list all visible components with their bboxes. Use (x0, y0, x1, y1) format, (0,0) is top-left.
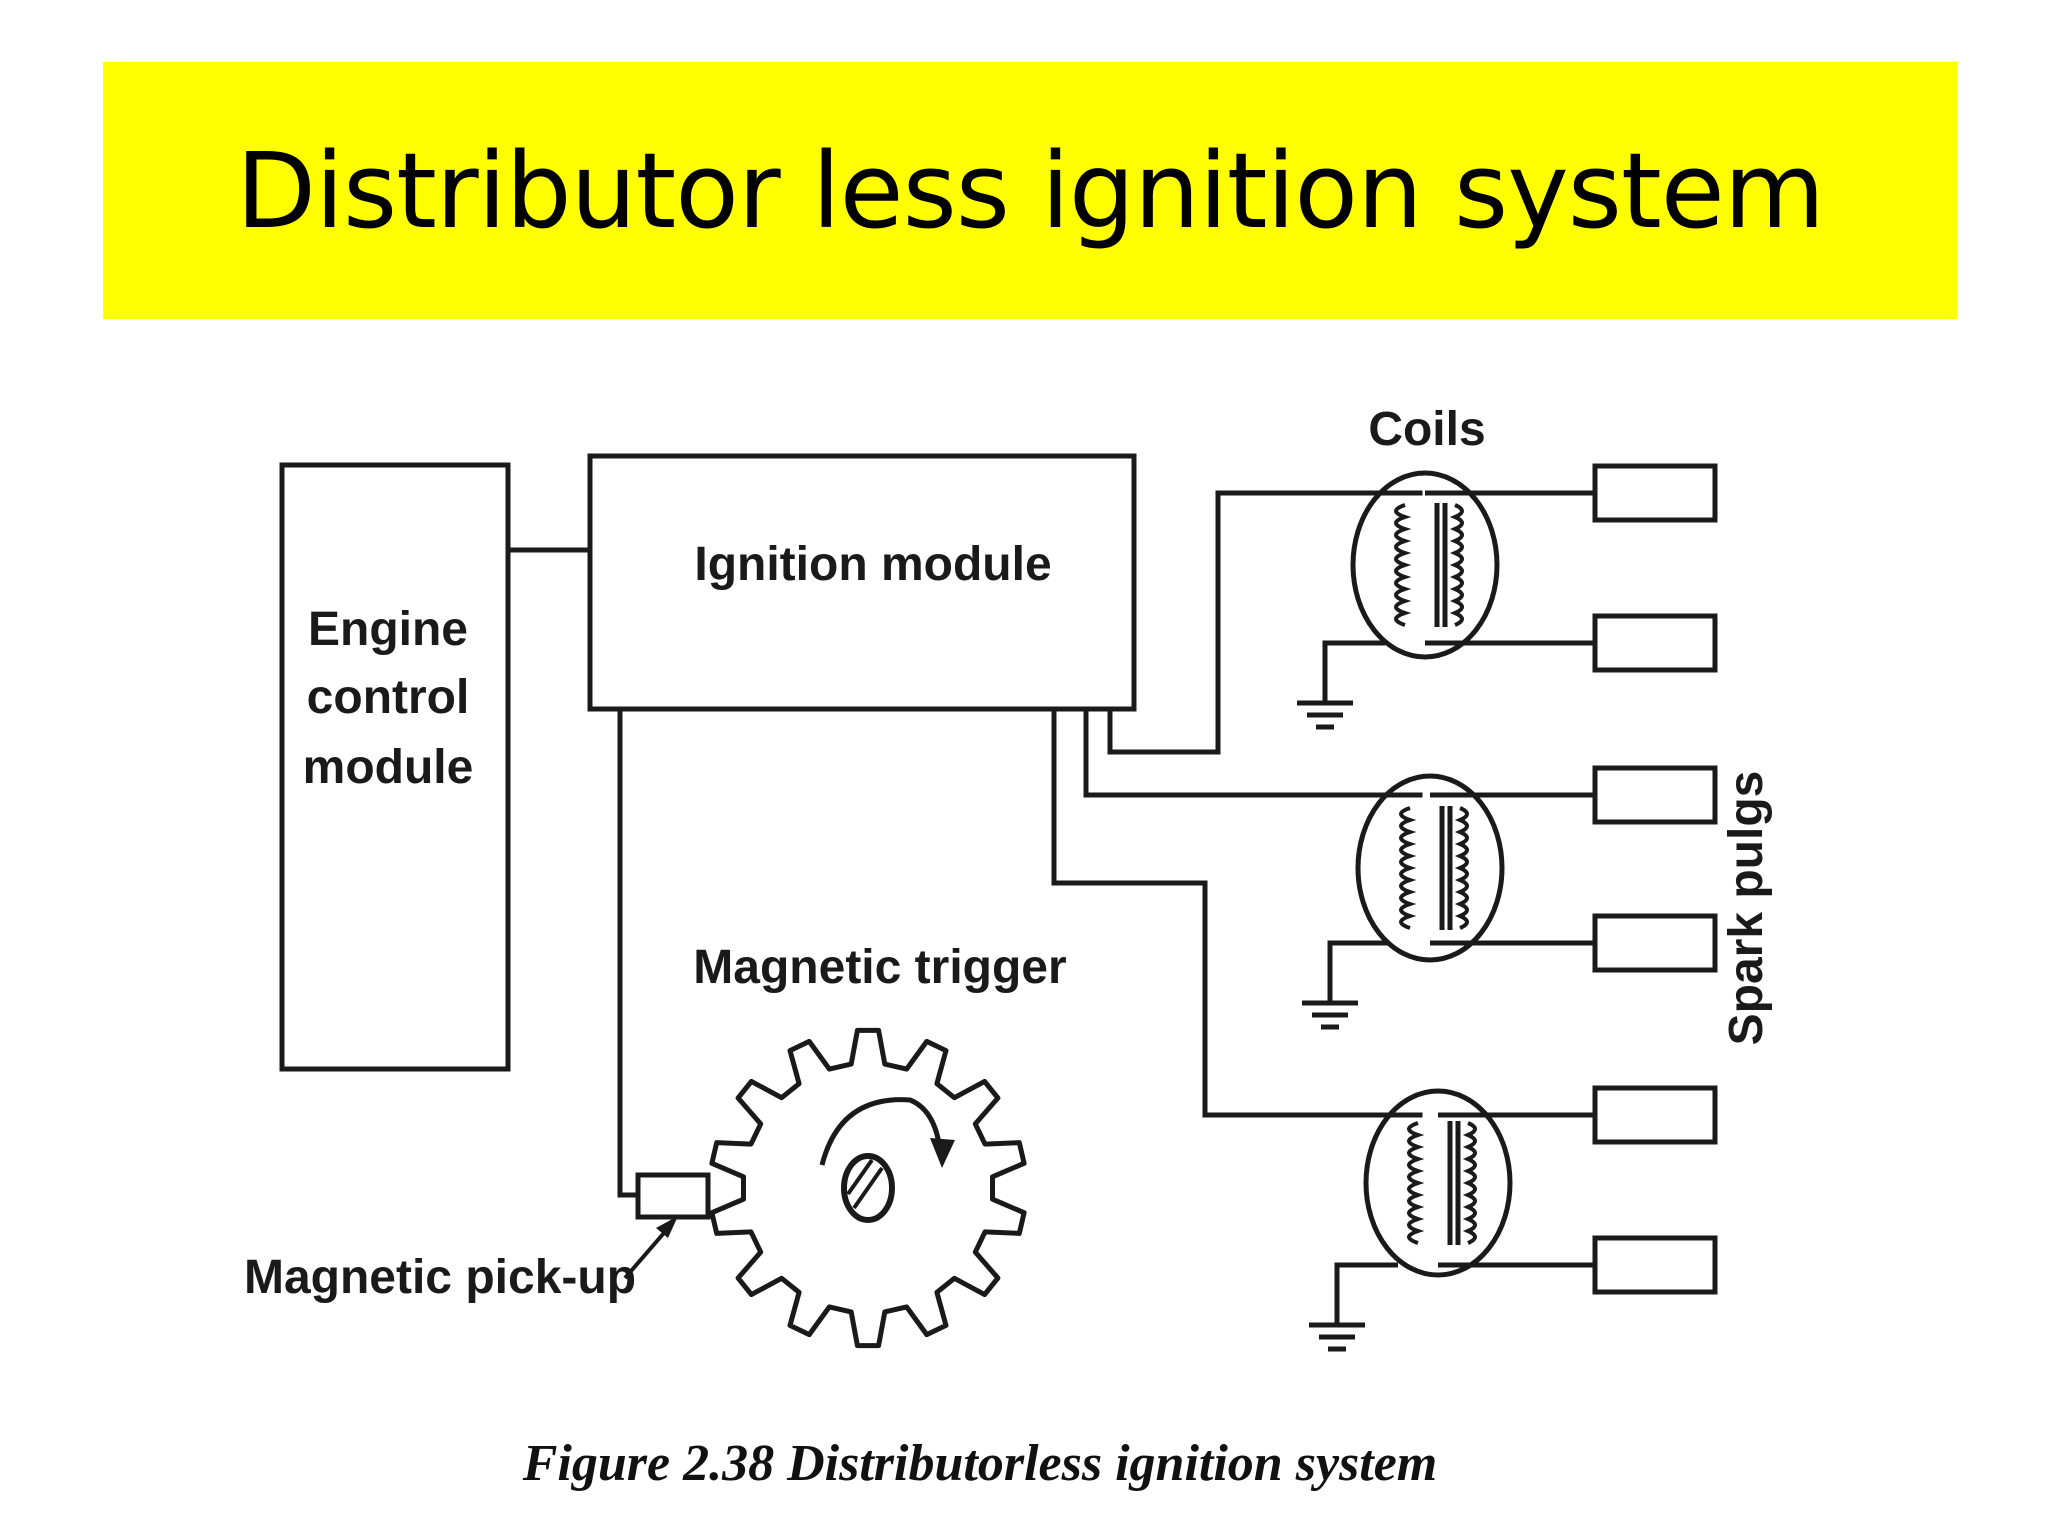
pickup-wire (617, 706, 641, 1198)
spark-plug-4 (1592, 913, 1718, 973)
coil-2-feed-wire (1083, 706, 1423, 798)
coils-label: Coils (1368, 403, 1485, 456)
magnetic-pickup-label: Magnetic pick-up (244, 1251, 636, 1304)
trigger-hub (841, 1153, 895, 1223)
coil-1-housing (1350, 470, 1500, 660)
coil-2-ground-wire (1327, 940, 1390, 1003)
trigger-hub-hatch-1 (852, 1166, 884, 1210)
coil-3-feed-wire (1051, 706, 1423, 1118)
coil-1-ground-wire (1322, 640, 1385, 703)
coil-1-primary-winding (1394, 503, 1412, 627)
engine-control-module-box (279, 462, 511, 1072)
coil-3-secondary-winding (1462, 1121, 1477, 1245)
magnetic-pickup-box (635, 1172, 711, 1220)
engine-control-module-label-line3: module (303, 741, 474, 794)
coil-2-secondary-winding (1454, 806, 1469, 930)
pickup-pointer-arrow (623, 1224, 672, 1280)
trigger-wheel (709, 1027, 1027, 1349)
spark-plugs-label: Spark pulgs (1720, 771, 1773, 1046)
coil-3-housing (1363, 1088, 1513, 1278)
ignition-module-label: Ignition module (694, 538, 1051, 591)
rotation-arrow (819, 1097, 943, 1166)
figure-caption: Figure 2.38 Distributorless ignition sys… (522, 1435, 1438, 1492)
coil-3-ground-wire (1334, 1262, 1398, 1325)
title-bar: Distributor less ignition system (103, 62, 1957, 319)
pickup-arrow-head (656, 1216, 678, 1238)
coil-2-housing (1355, 773, 1505, 963)
spark-plug-1 (1592, 463, 1718, 523)
rotation-arrow-head (930, 1138, 955, 1168)
spark-plug-2 (1592, 613, 1718, 673)
magnetic-trigger-label: Magnetic trigger (693, 941, 1066, 994)
coil-1-feed-wire (1107, 490, 1423, 755)
ignition-module-box (587, 453, 1137, 712)
spark-plug-3 (1592, 765, 1718, 825)
coil-2 (1302, 765, 1718, 1030)
coil-2-primary-winding (1399, 806, 1417, 930)
engine-control-module-label-line2: control (307, 671, 470, 724)
trigger-hub-hatch-2 (846, 1158, 874, 1196)
spark-plug-6 (1592, 1235, 1718, 1295)
coil-3 (1309, 1085, 1718, 1352)
engine-control-module-label-line1: Engine (308, 603, 468, 656)
coil-3-primary-winding (1407, 1121, 1425, 1245)
coil-1-secondary-winding (1449, 503, 1464, 627)
page-title: Distributor less ignition system (235, 129, 1825, 252)
coil-1 (1297, 463, 1718, 730)
spark-plug-5 (1592, 1085, 1718, 1145)
